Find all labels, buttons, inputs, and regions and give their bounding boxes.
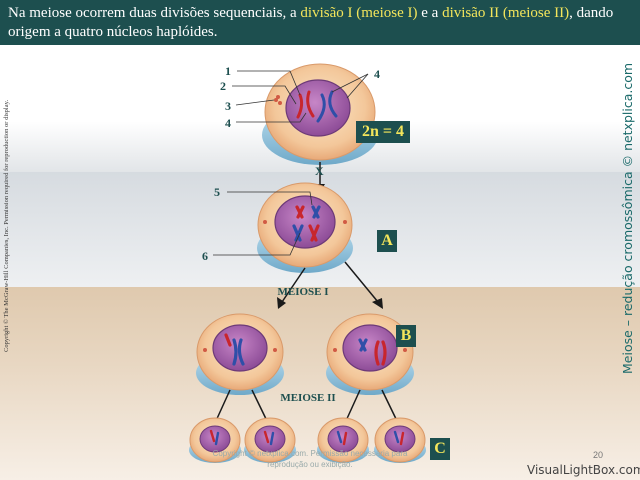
- footer-brand: VisualLightBox.com: [527, 463, 640, 477]
- meiose-i-label: MEIOSE I: [277, 286, 328, 298]
- stage-c-label: C: [430, 438, 450, 460]
- callout-5: 5: [214, 185, 220, 199]
- cell-daughter-1: [189, 417, 241, 463]
- page-number: 20: [593, 450, 604, 460]
- arrow-meiose-i-left-head: [277, 297, 286, 309]
- ploidy-label: 2n = 4: [356, 121, 410, 143]
- callout-1: 1: [225, 64, 231, 78]
- arrow-x-label: X: [315, 164, 324, 178]
- arrow-meiose-i-right-head: [372, 298, 383, 309]
- stage-a-label: A: [377, 230, 397, 252]
- title-text-2: e a: [417, 5, 443, 21]
- callout-4-left: 4: [225, 116, 231, 130]
- watermark: Copyright © netxplica.com. Permissão nec…: [212, 449, 408, 469]
- cell-daughter-4: [374, 417, 426, 463]
- cell-daughter-2: [244, 417, 296, 463]
- callout-lines: [213, 70, 369, 256]
- callout-6: 6: [202, 249, 208, 263]
- title-highlight-meiose-2: divisão II (meiose II): [442, 5, 570, 21]
- meiose-ii-label: MEIOSE II: [280, 392, 335, 404]
- cell-meiose-ii-left: [196, 313, 284, 395]
- cell-interphase: [262, 63, 378, 165]
- cell-daughter-3: [317, 417, 369, 463]
- callout-3: 3: [225, 99, 231, 113]
- slide-title: Na meiose ocorrem duas divisões sequenci…: [0, 0, 640, 45]
- title-text-3: , dando origem a quatro núcleos haplóide…: [8, 5, 614, 40]
- callout-4-right: 4: [374, 67, 380, 81]
- arrows-meiose-ii: [214, 389, 399, 424]
- cell-meiose-ii-right: [326, 313, 414, 395]
- title-text-1: Na meiose ocorrem duas divisões sequenci…: [8, 5, 301, 21]
- arrow-meiose-i-right: [344, 261, 379, 303]
- arrow-meiose-i-left: [281, 267, 306, 303]
- cell-prophase-i: [257, 182, 353, 273]
- stage-b-label: B: [396, 325, 416, 347]
- title-highlight-meiose-1: divisão I (meiose I): [300, 5, 418, 21]
- arrows-meiose-ii-heads: [210, 419, 403, 429]
- callout-2: 2: [220, 79, 226, 93]
